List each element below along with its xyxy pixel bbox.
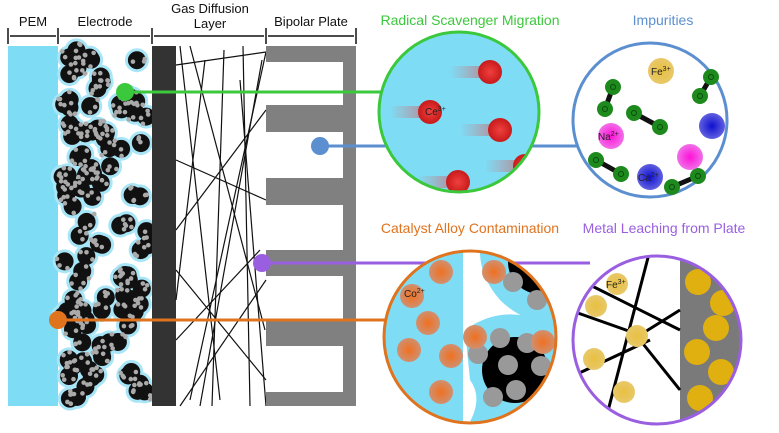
co-ion <box>482 260 506 284</box>
leaching-marker <box>253 254 271 272</box>
electrode-label: Electrode <box>78 14 133 29</box>
gdl-backing <box>152 46 176 406</box>
na-ion-label: Na <box>598 132 611 143</box>
co-ion-label: Co <box>404 289 417 300</box>
oxygen-atom <box>597 101 613 117</box>
pt-particle <box>527 290 547 310</box>
pt-particle <box>490 328 510 348</box>
pem-label: PEM <box>19 14 47 29</box>
impurities-panel: Fe3+ Na2+ Ca2+ <box>571 41 729 199</box>
ce-ion <box>488 118 512 142</box>
catalyst-panel: Co2+ <box>382 249 558 425</box>
fe-leach-label: Fe <box>606 280 618 291</box>
oxygen-atom <box>588 152 604 168</box>
ce-ion-charge: 3+ <box>438 106 446 113</box>
gdl-fibers <box>175 45 267 407</box>
co-ion <box>416 311 440 335</box>
gdl-label-line1: Gas Diffusion <box>171 1 249 16</box>
pt-particle <box>468 344 488 364</box>
bipolar-plate <box>266 46 356 406</box>
oxygen-atom <box>605 79 621 95</box>
oxygen-atom <box>613 166 629 182</box>
co-ion <box>429 380 453 404</box>
oxygen-atom <box>664 179 680 195</box>
svg-text:Fe3+: Fe3+ <box>606 279 626 291</box>
catalyst-title: Catalyst Alloy Contamination <box>381 220 559 236</box>
fe-leach-charge: 3+ <box>618 279 626 286</box>
na-ion-charge: 2+ <box>611 131 619 138</box>
ca-ion-label: Ca <box>638 173 651 184</box>
oxygen-molecules <box>588 69 719 195</box>
co-ion-charge: 2+ <box>417 288 425 295</box>
svg-text:Fe3+: Fe3+ <box>651 66 671 78</box>
svg-text:Na2+: Na2+ <box>598 131 619 143</box>
oxygen-atom <box>690 168 706 184</box>
co-ion <box>463 325 487 349</box>
gdl-label-line2: Layer <box>194 16 227 31</box>
pt-particle <box>483 387 503 407</box>
pt-particle <box>506 380 526 400</box>
catalyst-marker <box>49 311 67 329</box>
impurities-title: Impurities <box>633 12 694 28</box>
fe-ion-charge: 3+ <box>663 66 671 73</box>
layer-header <box>7 28 357 44</box>
bipolar-plate-label: Bipolar Plate <box>274 14 348 29</box>
oxygen-atom <box>652 119 668 135</box>
impurities-marker <box>311 137 329 155</box>
leaching-panel: Fe3+ <box>571 254 743 426</box>
ce-ion-label: Ce <box>425 107 438 118</box>
pt-particle <box>531 356 551 376</box>
svg-text:Ca2+: Ca2+ <box>638 172 659 184</box>
radical-title: Radical Scavenger Migration <box>381 12 560 28</box>
radical-panel: Ce3+ <box>377 30 541 194</box>
co-ion <box>397 338 421 362</box>
pt-particle <box>503 272 523 292</box>
svg-text:Ce3+: Ce3+ <box>425 106 446 118</box>
electrode-layer <box>50 38 160 411</box>
ca-ion-charge: 2+ <box>651 172 659 179</box>
ce-ion <box>418 100 442 124</box>
co-ion <box>400 284 424 308</box>
radical-marker <box>116 83 134 101</box>
co-ion <box>531 330 555 354</box>
leaching-title: Metal Leaching from Plate <box>583 220 746 236</box>
fe-ion-label: Fe <box>651 67 663 78</box>
ce-ion <box>446 170 470 192</box>
svg-text:Co2+: Co2+ <box>404 288 425 300</box>
ce-ion <box>478 60 502 84</box>
co-ion <box>439 344 463 368</box>
oxygen-atom <box>703 69 719 85</box>
oxygen-atom <box>626 105 642 121</box>
co-ion <box>429 260 453 284</box>
oxygen-atom <box>692 88 708 104</box>
pt-particle <box>498 355 518 375</box>
pem-layer <box>8 46 58 406</box>
